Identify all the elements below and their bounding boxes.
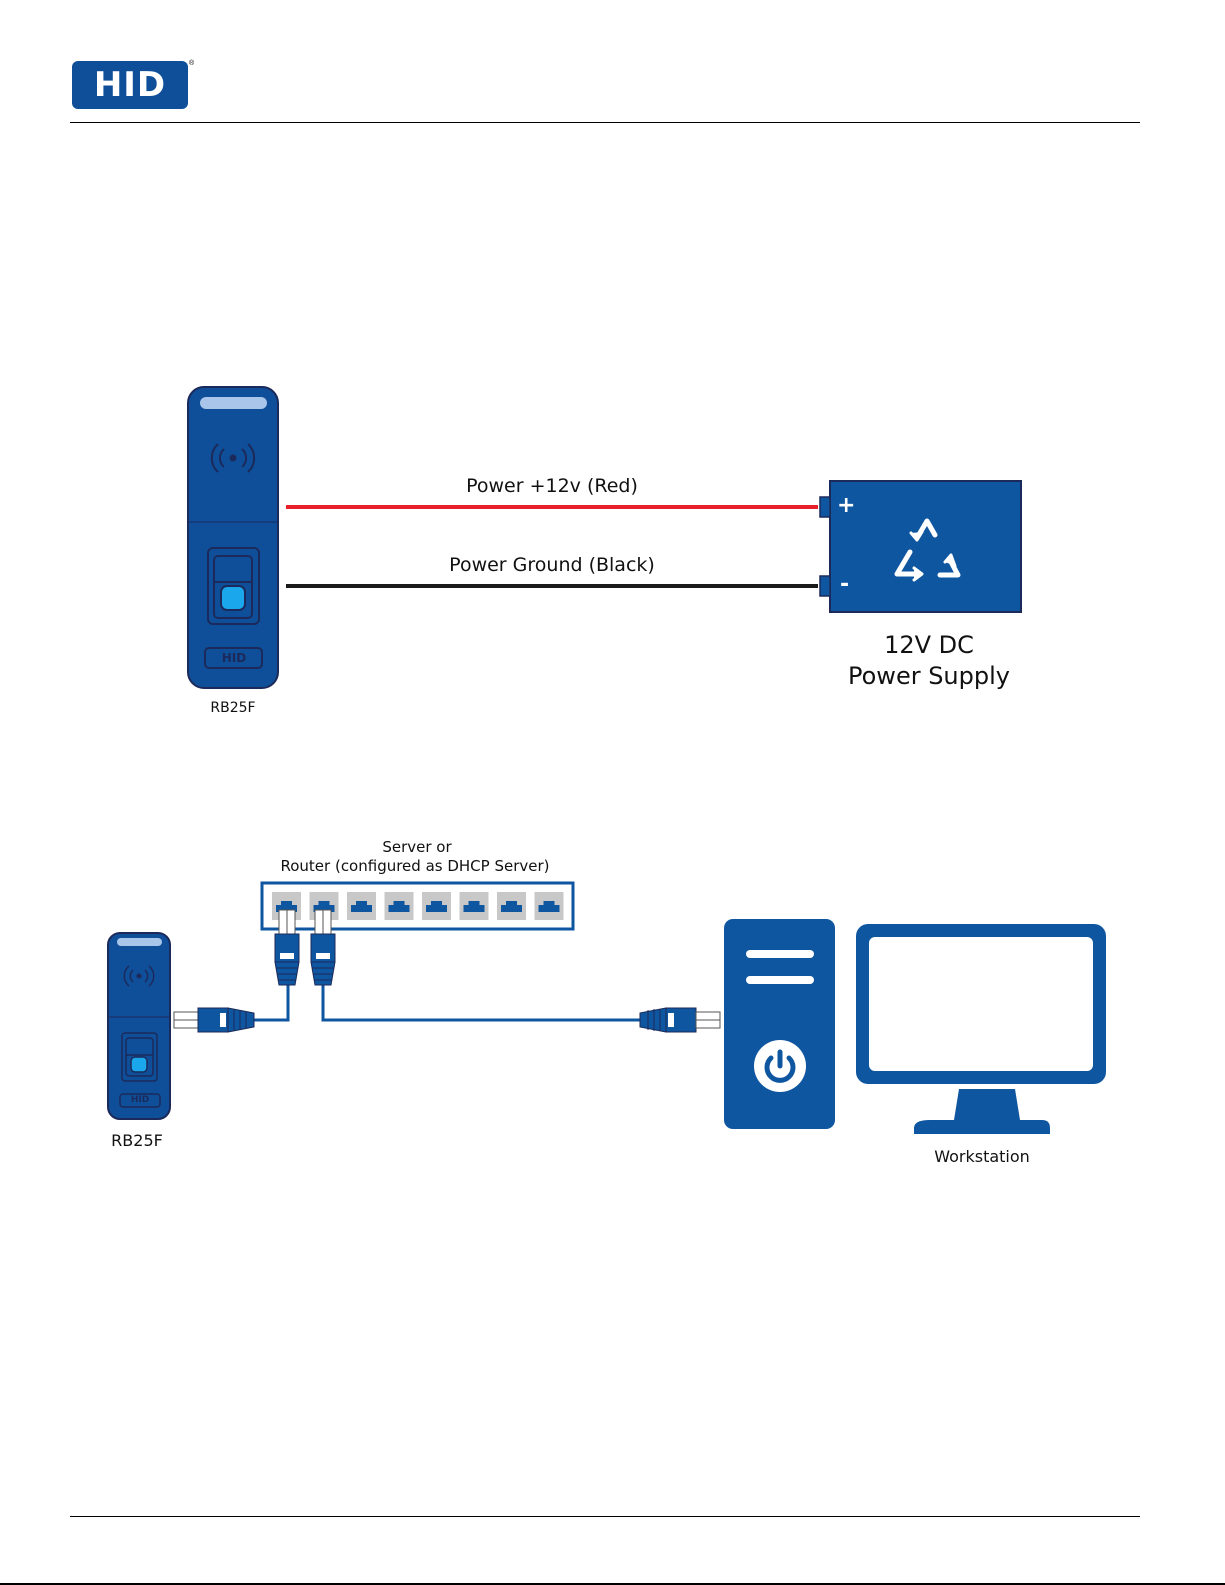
rj45-plug-workstation [640, 1008, 720, 1032]
router-port [535, 892, 564, 920]
workstation-label: Workstation [934, 1147, 1030, 1166]
reader-badge-text-small: HID [131, 1095, 149, 1105]
rj45-plug-reader [174, 1008, 254, 1032]
router-label-line2: Router (configured as DHCP Server) [280, 857, 549, 875]
reader-label-network: RB25F [111, 1131, 163, 1150]
reader-device-small [108, 933, 170, 1119]
router-port [497, 892, 526, 920]
cable-router-workstation [323, 985, 640, 1020]
power-icon [754, 1040, 806, 1092]
computer-tower [724, 919, 835, 1129]
router-port [347, 892, 376, 920]
router-port [422, 892, 451, 920]
router [262, 883, 573, 929]
cable-reader-router [254, 985, 288, 1020]
rj45-plug-router-2 [311, 910, 335, 985]
router-port [460, 892, 489, 920]
router-port [385, 892, 414, 920]
router-label-line1: Server or [382, 838, 451, 856]
monitor [856, 924, 1106, 1134]
rj45-plug-router-1 [275, 910, 299, 985]
